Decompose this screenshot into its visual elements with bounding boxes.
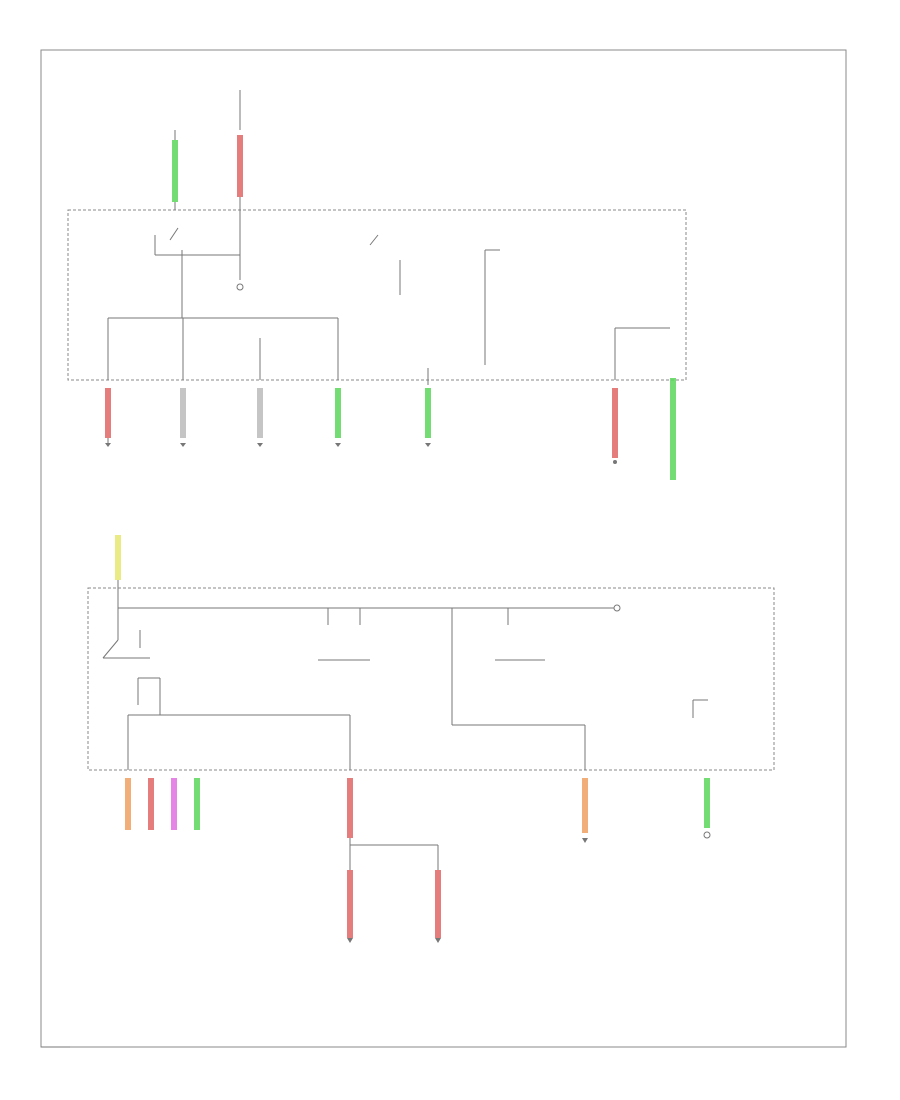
wire-g-l9 [704,778,710,828]
page-frame [40,49,847,1048]
wire-o-l8 [582,778,588,833]
wire-r-out-6 [612,388,618,458]
wire-r-top-1 [237,135,243,197]
ipdm-right-fuse [614,327,670,380]
wire-y-mid [115,535,121,580]
tail-relay [102,608,150,659]
fuse-row-top [107,318,339,380]
wire-r-l6 [347,870,353,938]
wire-r-out-1 [105,388,111,438]
ipdm-output-wires [105,368,676,480]
ignition-relay [154,227,240,318]
acc-relay [137,677,161,715]
wire-g-out-5 [425,388,431,438]
fuse-block [87,587,775,771]
mid-feed-wire [115,535,121,608]
wire-g-l4 [194,778,200,830]
wire-b-out-3 [257,388,263,438]
lower-output-wires [125,778,711,943]
wire-r-l2 [148,778,154,830]
wire-r-l5 [347,778,353,838]
headlamp-relays [318,608,545,661]
wire-g-out-4 [335,388,341,438]
wire-o-l1 [125,778,131,830]
wire-p-l3 [171,778,177,830]
wire-g-top-1 [172,140,178,202]
lower-fuse-path [451,608,586,770]
blower-relay-marker [692,699,708,718]
ipdm-block [67,209,687,381]
wire-r-l7 [435,870,441,938]
ecm-relay [369,234,500,365]
wire-g-out-7 [670,378,676,480]
top-feed-wires [172,90,244,291]
wire-b-out-2 [180,388,186,438]
